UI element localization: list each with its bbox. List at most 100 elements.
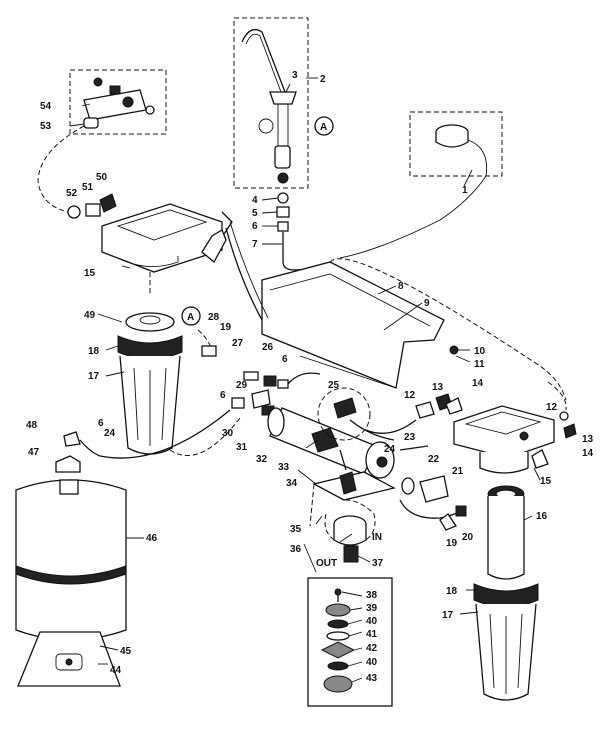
main-bracket: [261, 261, 459, 389]
label-51: 51: [82, 182, 94, 193]
faucet-assembly: [233, 17, 331, 271]
right-postfilter: [453, 381, 577, 701]
tank-body: [15, 479, 127, 641]
label-7: 7: [252, 239, 258, 250]
part-29-tee: [251, 389, 271, 409]
filter-cartridge-49: [125, 312, 175, 332]
label-35: 35: [290, 524, 302, 535]
label-47: 47: [28, 447, 40, 458]
part-27-nut: [243, 371, 259, 381]
part-12: [415, 401, 435, 419]
part-40-seal: [327, 619, 349, 629]
part-25-check-valve: [333, 397, 357, 419]
valve-kit: [37, 69, 167, 213]
part-19-right: [439, 513, 457, 531]
label-out: OUT: [316, 558, 337, 569]
part-39-cap: [325, 603, 351, 617]
label-21: 21: [452, 466, 464, 477]
clip-33: [311, 427, 339, 453]
label-31: 31: [236, 442, 248, 453]
valve-kit-box: [69, 69, 167, 135]
label-50: 50: [96, 172, 108, 183]
label-34: 34: [286, 478, 298, 489]
part-4-washer: [277, 192, 289, 204]
label-54: 54: [40, 101, 52, 112]
label-36: 36: [290, 544, 302, 555]
reference-markers: [181, 116, 334, 326]
label-13: 13: [432, 382, 444, 393]
leader-lines: [69, 77, 541, 683]
label-37: 37: [372, 558, 384, 569]
tank-band: [15, 565, 127, 585]
cartridge-16: [487, 496, 525, 580]
part-50: [99, 193, 117, 213]
faucet-spout: [241, 28, 286, 93]
tank-tube: [79, 409, 231, 459]
label-19: 19: [220, 322, 232, 333]
o-ring-18: [117, 335, 183, 360]
label-11: 11: [474, 359, 485, 370]
label-28: 28: [208, 312, 220, 323]
diverter-ring: [435, 132, 469, 148]
label-22: 22: [428, 454, 440, 465]
label-6: 6: [252, 221, 258, 232]
part-41-diaphragm: [326, 631, 350, 641]
marker-a-top: [314, 116, 334, 136]
label-1: 1: [462, 185, 468, 196]
label-18: 18: [88, 346, 100, 357]
part-10-screw: [449, 345, 459, 355]
label-27: 27: [232, 338, 244, 349]
valve-fitting: [83, 117, 99, 129]
part-12-right: [563, 423, 577, 439]
label-14: 14: [472, 378, 484, 389]
connecting-tubing: [169, 221, 567, 531]
faucet-nut: [274, 145, 291, 169]
label-9: 9: [424, 298, 430, 309]
part-48: [63, 431, 81, 447]
label-41: 41: [366, 629, 378, 640]
label-6: 6: [282, 354, 288, 365]
part-22-washer: [401, 477, 415, 495]
label-43: 43: [366, 673, 378, 684]
filter-head-left: [101, 203, 223, 273]
fittings-row: [197, 329, 321, 416]
o-ring-18-right: [473, 583, 539, 608]
label-46: 46: [146, 533, 158, 544]
valve-tube-dashed: [37, 125, 85, 213]
label-10: 10: [474, 346, 486, 357]
label-2: 2: [320, 74, 326, 85]
tank-valve-47: [55, 455, 81, 473]
label-17: 17: [88, 371, 100, 382]
part-37: [343, 545, 359, 563]
part-6-insert: [277, 221, 289, 232]
label-25: 25: [328, 380, 340, 391]
label-32: 32: [256, 454, 268, 465]
left-prefilter: [67, 193, 233, 455]
label-in: IN: [372, 532, 382, 543]
base-valve: [312, 449, 396, 563]
label-39: 39: [366, 603, 378, 614]
label-52: 52: [66, 188, 78, 199]
part-7-tubing: [282, 232, 331, 271]
flow-restrictor: [317, 387, 449, 503]
faucet-stem: [277, 103, 289, 147]
label-6: 6: [98, 418, 104, 429]
label-19: 19: [446, 538, 458, 549]
label-14: 14: [582, 448, 594, 459]
label-18: 18: [446, 586, 458, 597]
label-49: 49: [84, 310, 96, 321]
label-20: 20: [462, 532, 474, 543]
label-40: 40: [366, 657, 378, 668]
part-5-nut: [276, 206, 290, 218]
label-16: 16: [536, 511, 548, 522]
part-20: [455, 505, 467, 517]
faucet-washer: [258, 118, 274, 134]
bracket-right-fittings: [415, 393, 463, 419]
label-44: 44: [110, 665, 122, 676]
storage-tank: [15, 409, 231, 687]
label-45: 45: [120, 646, 132, 657]
label-12: 12: [546, 402, 558, 413]
part-38-screw: [334, 588, 342, 596]
faucet-callout-box: [233, 17, 309, 189]
label-15: 15: [540, 476, 552, 487]
